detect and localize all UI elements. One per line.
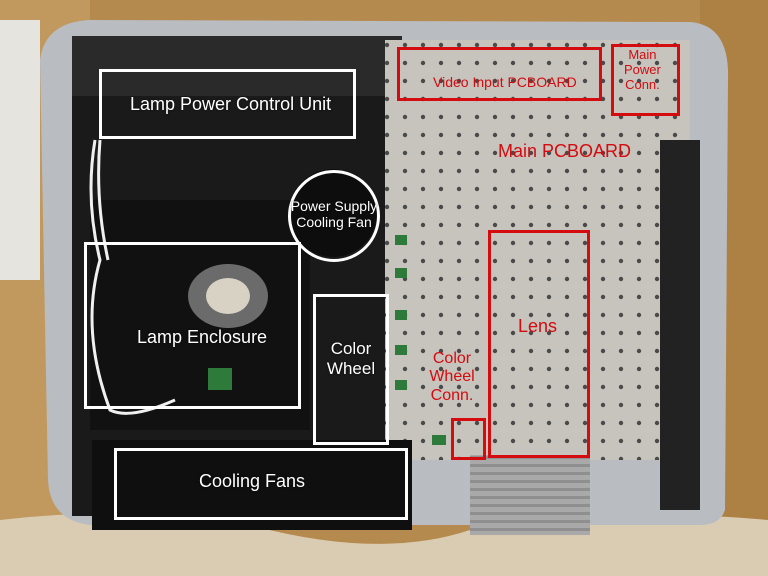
lamp-power-control-unit-box xyxy=(99,69,356,139)
cooling-fans-box xyxy=(114,448,408,520)
power-supply-cooling-fan-circle xyxy=(288,170,380,262)
lens-label: Lens xyxy=(518,316,558,336)
video-input-pcboard-box xyxy=(397,47,602,101)
cooling-fans-label: Cooling Fans xyxy=(199,471,306,491)
main-power-conn-label: Main Power Conn. xyxy=(624,47,661,92)
main-pcboard-label: Main PCBOARD xyxy=(498,141,632,161)
color-wheel-conn-label: Color Wheel Conn. xyxy=(429,350,475,404)
color-wheel-label: Color Wheel xyxy=(326,339,376,378)
color-wheel-conn-box xyxy=(451,418,486,460)
lens-box xyxy=(488,230,590,458)
main-power-conn-box xyxy=(611,44,680,116)
power-supply-cooling-fan-label: Power Supply Cooling Fan xyxy=(290,198,378,231)
lamp-power-control-unit-label: Lamp Power Control Unit xyxy=(130,94,332,114)
color-wheel-box xyxy=(313,294,389,445)
video-input-pcboard-label: Video Input PCBOARD xyxy=(433,74,577,90)
lamp-enclosure-box xyxy=(84,242,301,409)
lamp-enclosure-label: Lamp Enclosure xyxy=(137,327,268,347)
